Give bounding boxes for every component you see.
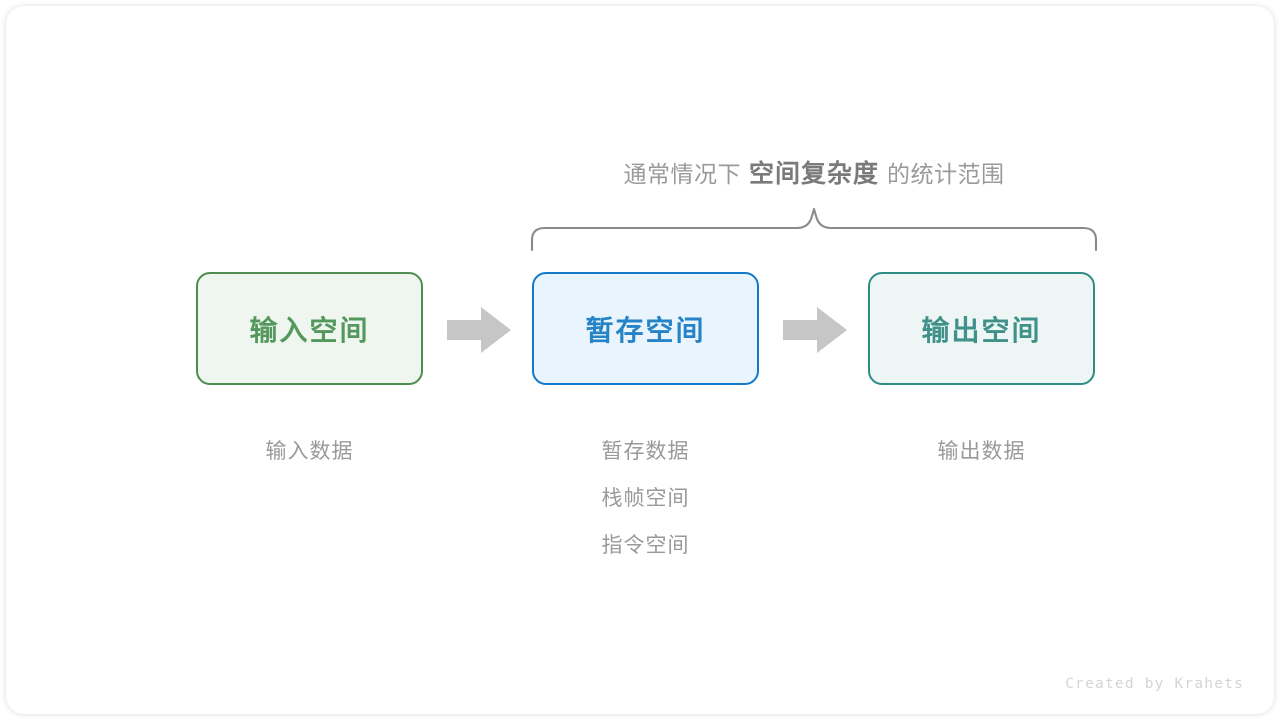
sublabel-item: 输入数据	[265, 440, 354, 463]
sublabel-item: 指令空间	[601, 534, 690, 557]
box-output-space-label: 输出空间	[921, 314, 1042, 346]
sublabel-item: 暂存数据	[601, 440, 690, 463]
arrow-right-icon	[447, 307, 511, 353]
caption-prefix: 通常情况下	[623, 161, 741, 187]
watermark-credit: Created by Krahets	[1065, 676, 1244, 692]
box-buffer-space-label: 暂存空间	[585, 314, 706, 346]
sublabel-item: 栈帧空间	[601, 487, 690, 510]
arrow-right-icon	[783, 307, 847, 353]
box-output-space[interactable]: 输出空间	[868, 272, 1095, 385]
sublabel-item: 输出数据	[937, 440, 1026, 463]
curly-brace-icon	[530, 207, 1098, 252]
caption-emphasis: 空间复杂度	[748, 160, 879, 188]
sublabels-buffer-space: 暂存数据 栈帧空间 指令空间	[532, 428, 759, 569]
box-input-space-label: 输入空间	[249, 314, 370, 346]
box-buffer-space[interactable]: 暂存空间	[532, 272, 759, 385]
brace-caption: 通常情况下空间复杂度的统计范围	[526, 156, 1102, 192]
caption-suffix: 的统计范围	[887, 161, 1005, 187]
box-input-space[interactable]: 输入空间	[196, 272, 423, 385]
sublabels-input-space: 输入数据	[196, 428, 423, 475]
figure-card: 通常情况下空间复杂度的统计范围 输入空间 暂存空间 输出空间 输入数据 暂存数据	[6, 6, 1274, 714]
sublabels-output-space: 输出数据	[868, 428, 1095, 475]
